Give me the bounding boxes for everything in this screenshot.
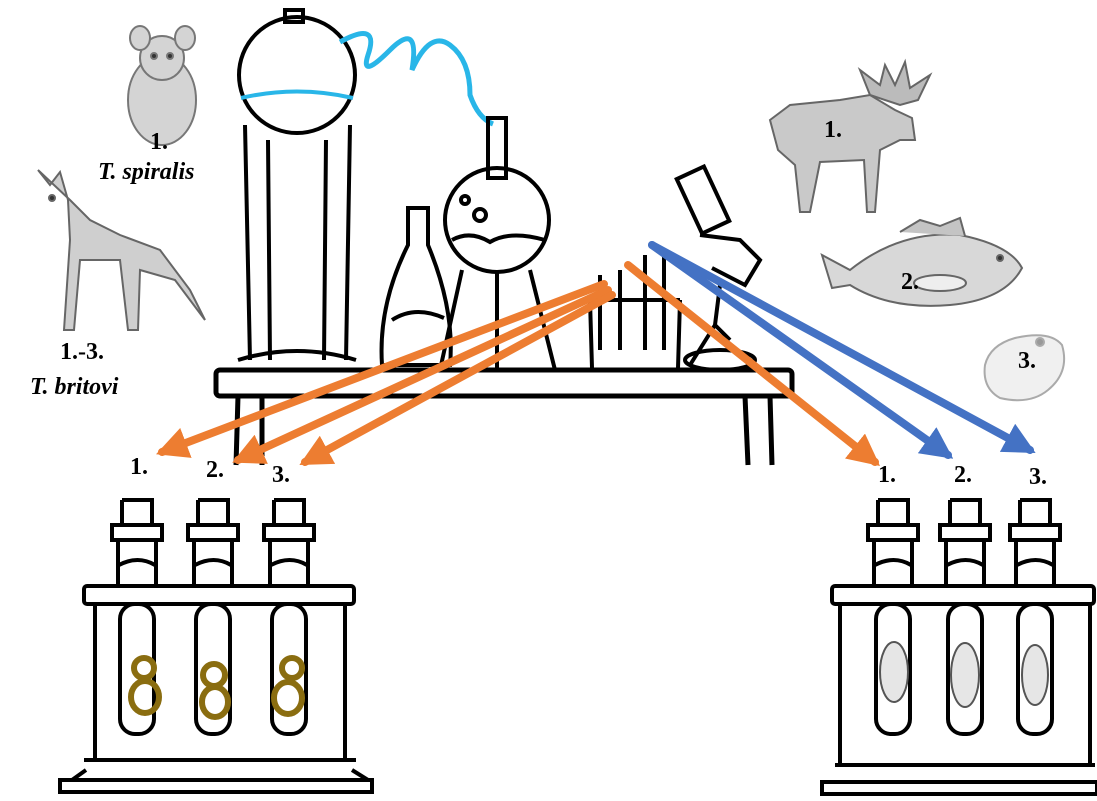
arrow-to-right-tube-2: [648, 241, 954, 459]
right-tube-label-3: 3.: [1029, 464, 1047, 490]
fish-number: 2.: [901, 269, 919, 295]
right-tube-3: [1008, 498, 1062, 736]
rodent-species: T. spiralis: [98, 159, 195, 185]
left-tube-3: [262, 498, 316, 736]
right-test-tube-rack: [820, 498, 1097, 796]
fish-icon: [820, 216, 1024, 307]
arrow-to-right-tube-3: [648, 241, 1036, 454]
left-tube-label-1: 1.: [130, 454, 148, 480]
arrow-to-left-tube-2: [232, 286, 612, 464]
right-tube-1: [866, 498, 920, 736]
cyst-icon: [879, 641, 909, 703]
fox-icon: [37, 169, 206, 331]
moose-icon: [768, 58, 933, 213]
arrow-to-left-tube-3: [299, 291, 616, 466]
right-tube-label-1: 1.: [878, 462, 896, 488]
rodent-icon: [127, 25, 197, 146]
left-tube-1: [110, 498, 164, 736]
left-tube-label-3: 3.: [272, 462, 290, 488]
moose-number: 1.: [824, 117, 842, 143]
cyst-icon: [1021, 644, 1049, 706]
frog-number: 3.: [1018, 348, 1036, 374]
fox-number: 1.-3.: [60, 339, 104, 365]
arrow-to-left-tube-1: [156, 280, 608, 458]
tube-rack-small-icon: [588, 255, 682, 369]
flask-apparatus-icon: [237, 8, 557, 371]
frog-icon: [983, 334, 1066, 402]
orange-arrows: [156, 261, 881, 466]
left-tube-2: [186, 498, 240, 736]
right-tube-label-2: 2.: [954, 462, 972, 488]
arrow-to-right-tube-1: [624, 261, 881, 466]
lab-table: [213, 367, 795, 466]
cyst-icon: [950, 642, 980, 708]
larva-icons: [128, 655, 305, 720]
left-test-tube-rack: [58, 498, 374, 794]
microscope-icon: [674, 163, 763, 372]
right-tube-2: [938, 498, 992, 736]
rodent-number: 1.: [150, 129, 168, 155]
blue-arrows: [648, 241, 1036, 459]
fox-species: T. britovi: [30, 374, 119, 400]
left-tube-label-2: 2.: [206, 457, 224, 483]
